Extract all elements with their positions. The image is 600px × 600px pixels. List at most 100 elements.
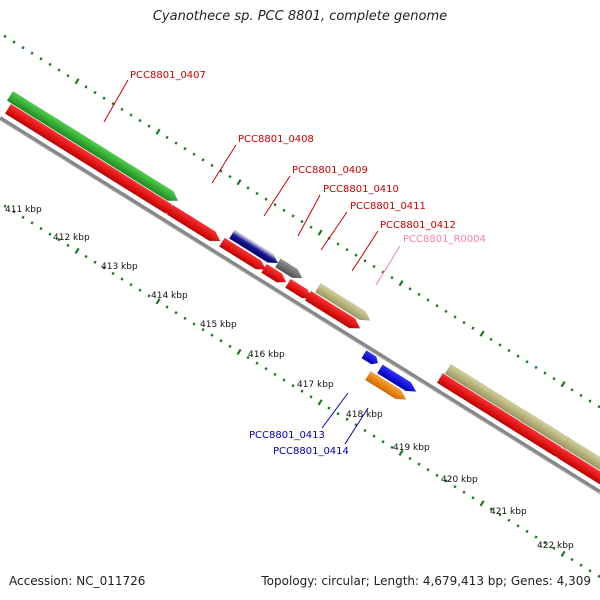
track-dot bbox=[525, 360, 529, 364]
scale-tick-label: 415 kbp bbox=[200, 320, 237, 330]
gene-0408[interactable] bbox=[166, 204, 223, 246]
track-dot bbox=[48, 62, 52, 67]
gene-khaki-1[interactable] bbox=[444, 363, 538, 428]
track-dot bbox=[525, 529, 529, 534]
gene-0412[interactable] bbox=[314, 283, 372, 325]
track-dot bbox=[552, 376, 556, 381]
track-dot bbox=[336, 411, 340, 416]
track-dot bbox=[12, 210, 16, 214]
track-dot bbox=[111, 102, 115, 106]
topology-text: Topology: circular; Length: 4,679,413 bp… bbox=[261, 574, 591, 588]
track-dot bbox=[129, 282, 133, 287]
track-dot bbox=[570, 557, 574, 562]
gene-label[interactable]: PCC8801_0412 bbox=[380, 220, 456, 231]
gene-0409-b[interactable] bbox=[218, 237, 268, 274]
track-dot bbox=[363, 259, 367, 263]
track-dot bbox=[3, 34, 7, 39]
track-dot bbox=[21, 45, 25, 50]
track-dot bbox=[255, 191, 259, 196]
track-dot bbox=[12, 40, 16, 44]
gene-label[interactable]: PCC8801_0410 bbox=[323, 184, 399, 195]
gene-r0004[interactable] bbox=[304, 290, 363, 333]
track-dot bbox=[426, 298, 430, 302]
gene-0411[interactable] bbox=[260, 263, 288, 286]
gene-0407-green[interactable] bbox=[6, 90, 181, 205]
gene-0414[interactable] bbox=[364, 371, 408, 403]
gene-0410[interactable] bbox=[274, 258, 304, 282]
track-dot bbox=[390, 275, 394, 280]
track-dot bbox=[174, 141, 178, 145]
track-dot bbox=[579, 393, 583, 398]
track-dot bbox=[273, 372, 277, 377]
track-dot bbox=[570, 388, 574, 392]
track-dot bbox=[84, 85, 88, 89]
track-dot bbox=[588, 569, 592, 573]
gene-label[interactable]: PCC8801_0413 bbox=[249, 430, 325, 441]
track-dot bbox=[317, 399, 323, 406]
track-dot bbox=[507, 518, 511, 522]
track-dot bbox=[417, 462, 421, 466]
track-dot bbox=[489, 337, 493, 342]
gene-label[interactable]: PCC8801_0411 bbox=[350, 201, 426, 212]
scale-tick-label: 421 kbp bbox=[490, 507, 527, 517]
track-dot bbox=[273, 203, 277, 207]
label-connector bbox=[344, 407, 369, 445]
track-dot bbox=[147, 124, 151, 128]
gene-red-3[interactable] bbox=[556, 447, 600, 489]
gene-label[interactable]: PCC8801_0407 bbox=[130, 70, 206, 81]
track-dot bbox=[543, 541, 547, 545]
track-dot bbox=[93, 260, 97, 264]
gene-label[interactable]: PCC8801_R0004 bbox=[403, 234, 486, 245]
track-dot bbox=[210, 163, 214, 168]
track-dot bbox=[417, 292, 421, 297]
track-dot bbox=[264, 367, 268, 371]
track-dot bbox=[210, 333, 214, 337]
gene-0413-small[interactable] bbox=[361, 350, 381, 366]
track-dot bbox=[192, 322, 196, 326]
track-dot bbox=[300, 219, 304, 224]
gene-0409[interactable] bbox=[228, 229, 280, 267]
track-dot bbox=[381, 440, 385, 444]
track-dot bbox=[155, 298, 161, 305]
track-dot bbox=[228, 344, 232, 349]
gene-khaki-3[interactable] bbox=[562, 437, 600, 479]
gene-label[interactable]: PCC8801_0409 bbox=[292, 165, 368, 176]
track-dot bbox=[66, 243, 70, 248]
track-dot bbox=[102, 266, 106, 270]
track-dot bbox=[489, 507, 493, 511]
track-dot bbox=[102, 96, 106, 100]
track-dot bbox=[74, 78, 80, 85]
track-dot bbox=[219, 169, 223, 173]
track-dot bbox=[408, 456, 412, 461]
track-dot bbox=[498, 512, 502, 517]
track-dot bbox=[363, 428, 367, 433]
track-dot bbox=[183, 146, 187, 151]
track-dot bbox=[390, 445, 394, 450]
scale-tick-label: 417 kbp bbox=[297, 380, 334, 390]
track-dot bbox=[435, 304, 439, 308]
gene-labels: PCC8801_0407PCC8801_0408PCC8801_0409PCC8… bbox=[130, 70, 486, 457]
label-connector bbox=[211, 144, 237, 184]
label-connector bbox=[351, 230, 379, 272]
track-dot bbox=[354, 253, 358, 257]
track-dot bbox=[129, 113, 133, 117]
gene-label[interactable]: PCC8801_0414 bbox=[273, 446, 349, 457]
track-dot bbox=[48, 232, 52, 236]
gene-0407[interactable] bbox=[4, 103, 179, 218]
track-dot bbox=[300, 389, 304, 393]
track-dot bbox=[516, 354, 520, 358]
track-dot bbox=[174, 310, 178, 315]
track-dot bbox=[39, 57, 43, 61]
scale-tick-label: 413 kbp bbox=[101, 262, 138, 272]
track-dot bbox=[57, 238, 61, 242]
scale-tick-label: 422 kbp bbox=[537, 541, 574, 551]
track-dot bbox=[309, 395, 313, 399]
track-dot bbox=[560, 381, 566, 388]
track-dot bbox=[93, 90, 97, 95]
track-dot bbox=[246, 355, 250, 360]
gene-0413[interactable] bbox=[376, 364, 418, 396]
gene-label[interactable]: PCC8801_0408 bbox=[238, 134, 314, 145]
track-dot bbox=[453, 315, 457, 319]
track-dot bbox=[30, 221, 34, 225]
